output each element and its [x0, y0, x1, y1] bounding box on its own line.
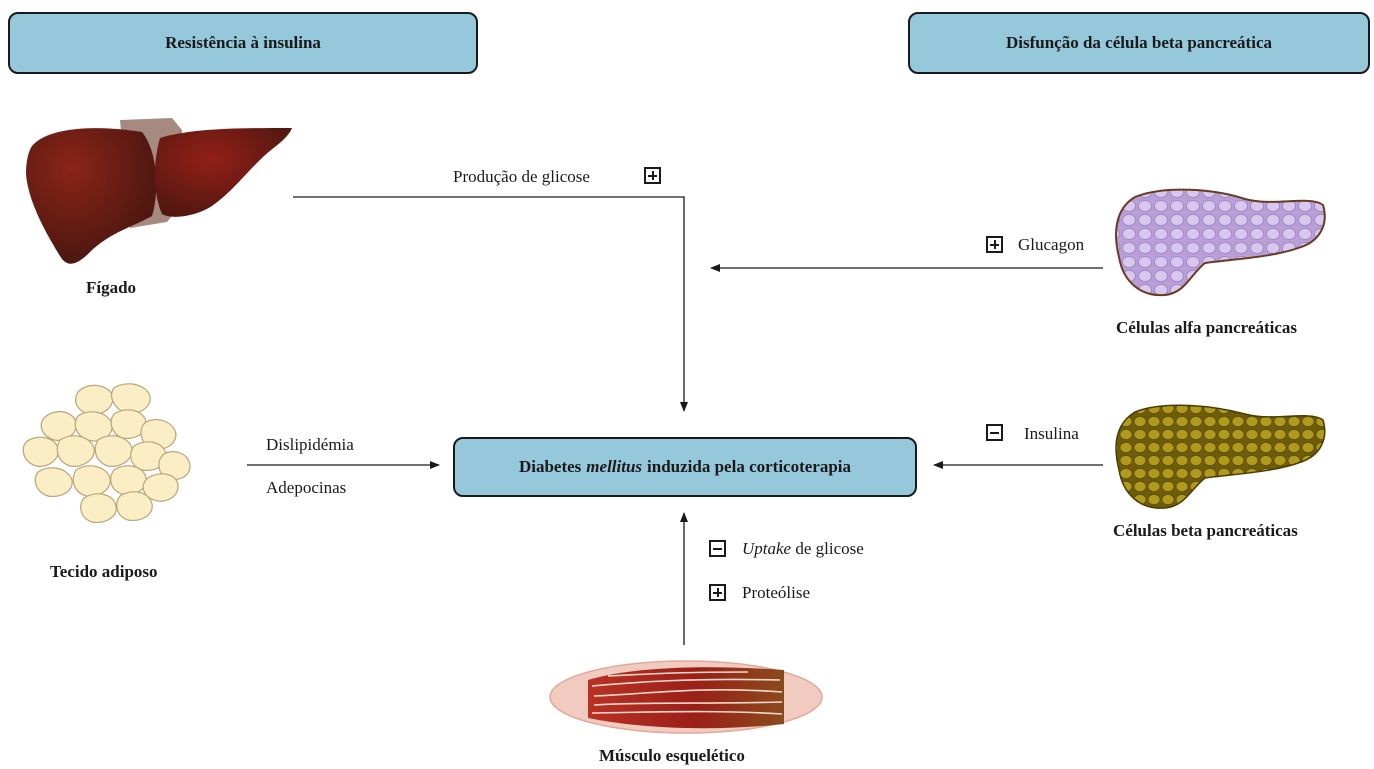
uptake-italic: Uptake: [742, 539, 792, 558]
plus-icon: [644, 167, 661, 184]
header-right-label: Disfunção da célula beta pancreática: [1005, 33, 1272, 52]
insulin-label: Insulina: [1024, 424, 1079, 443]
plus-icon: [709, 584, 726, 601]
adipokines-label: Adepocinas: [266, 478, 347, 497]
center-text-1: Diabetes: [518, 457, 582, 476]
beta-cells-image: [1115, 404, 1326, 509]
minus-icon: [709, 540, 726, 557]
muscle-label: Músculo esquelético: [599, 746, 745, 765]
liver-label: Fígado: [86, 278, 137, 297]
uptake-label: Uptake de glicose: [742, 539, 864, 559]
header-insulin-resistance: Resistência à insulina: [8, 12, 478, 74]
header-beta-cell-dysfunction: Disfunção da célula beta pancreática: [908, 12, 1370, 74]
proteolysis-label: Proteólise: [742, 583, 810, 602]
center-text-italic: mellitus: [586, 457, 643, 476]
adipose-image: [22, 383, 191, 523]
plus-icon: [986, 236, 1003, 253]
glucose-production-label: Produção de glicose: [453, 167, 590, 186]
center-diabetes-box: Diabetes mellitus induzida pela corticot…: [453, 437, 917, 497]
liver-image: [26, 118, 292, 264]
liver-connector: [293, 196, 688, 412]
adipose-label: Tecido adiposo: [50, 562, 158, 581]
center-text-2: induzida pela corticoterapia: [647, 457, 852, 476]
alpha-cells-image: [1115, 188, 1326, 297]
beta-cells-label: Células beta pancreáticas: [1113, 521, 1298, 540]
dyslipidemia-label: Dislipidémia: [266, 435, 354, 454]
glucagon-label: Glucagon: [1018, 235, 1085, 254]
muscle-image: [549, 660, 823, 734]
uptake-rest: de glicose: [795, 539, 864, 558]
alpha-cells-label: Células alfa pancreáticas: [1116, 318, 1298, 337]
minus-icon: [986, 424, 1003, 441]
header-left-label: Resistência à insulina: [165, 33, 321, 52]
